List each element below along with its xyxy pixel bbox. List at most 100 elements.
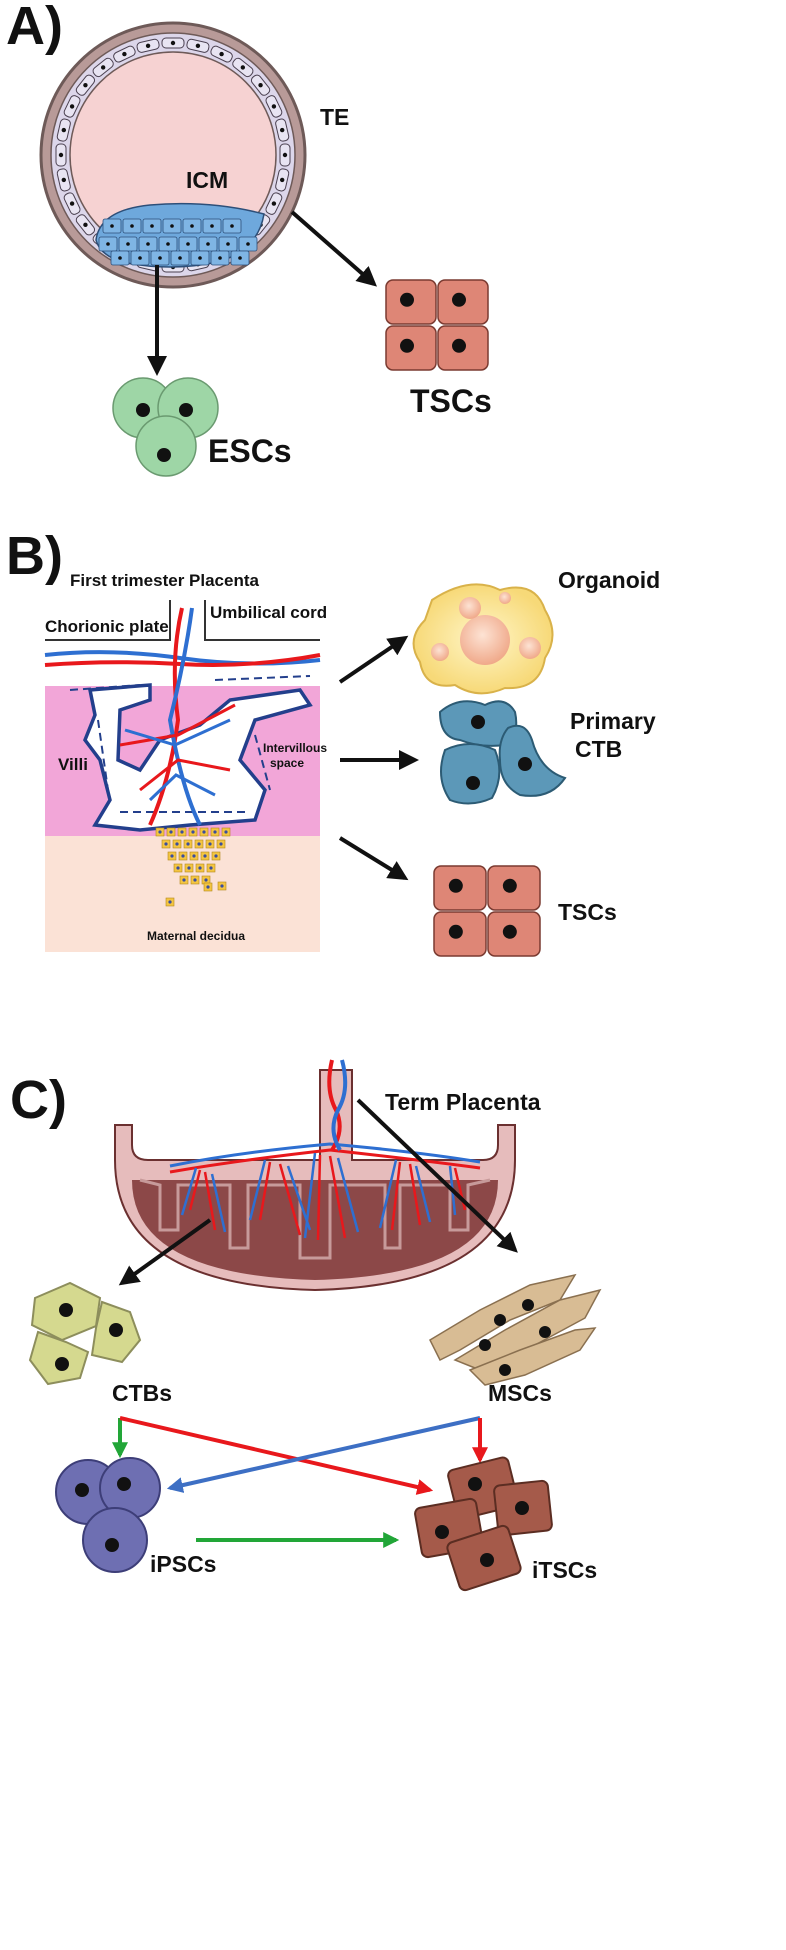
label-ctbs: CTBs (112, 1380, 172, 1406)
te-nucleus (282, 152, 288, 158)
invading-trophoblast-cells (155, 827, 231, 907)
vessel-red-branches (119, 703, 236, 792)
trophoblast-nucleus (213, 830, 217, 834)
placenta-maternal-layer (132, 1180, 498, 1280)
icm-nucleus (166, 242, 170, 246)
icm-nucleus (126, 242, 130, 246)
icm-nucleus (238, 256, 242, 260)
te-nucleus (69, 201, 75, 206)
label-itscs: iTSCs (532, 1557, 597, 1583)
label-villi: Villi (58, 755, 88, 774)
label-primary-1: Primary (570, 708, 656, 734)
panel-b-tag: B) (6, 526, 63, 586)
te-nucleus (240, 65, 246, 70)
vessel-blue-2 (167, 607, 202, 826)
te-nucleus (61, 127, 67, 133)
ctbs-cells (28, 1281, 142, 1386)
primary-ctb-cells (438, 700, 567, 805)
icm-nucleus (106, 242, 110, 246)
term-placenta (114, 1059, 516, 1292)
te-nucleus (271, 104, 277, 109)
tscs-cells-b (433, 865, 541, 957)
te-nucleus (145, 43, 151, 49)
te-nucleus (61, 177, 67, 183)
trophoblast-nucleus (180, 830, 184, 834)
vessel-red-1 (44, 653, 321, 667)
blastocyst (39, 21, 307, 289)
trophoblast-nucleus (219, 842, 223, 846)
panel-a-tag: A) (6, 0, 63, 56)
vessel-branches-red (188, 1154, 467, 1241)
panel-c-tag: C) (10, 1070, 67, 1130)
trophoblast-nucleus (214, 854, 218, 858)
label-umbilical-cord: Umbilical cord (210, 603, 327, 622)
icm-nucleus (150, 224, 154, 228)
te-nucleus (279, 177, 285, 183)
label-chorionic-plate: Chorionic plate (45, 617, 169, 636)
mscs-cells (429, 1273, 602, 1386)
icm-nucleus (210, 224, 214, 228)
trophoblast-nucleus (175, 842, 179, 846)
trophoblast-nucleus (220, 884, 224, 888)
trophoblast-nucleus (158, 830, 162, 834)
icm-nucleus (138, 256, 142, 260)
label-tscs-b: TSCs (558, 899, 617, 925)
te-nucleus (122, 51, 127, 57)
label-mscs: MSCs (488, 1380, 552, 1406)
vessel-red-2 (148, 607, 184, 826)
trophoblast-nucleus (176, 866, 180, 870)
tsc-nucleus (400, 292, 414, 307)
icm-nucleus (190, 224, 194, 228)
trophoblast-nucleus (206, 885, 210, 889)
icm-nucleus (130, 224, 134, 228)
label-primary-2: CTB (575, 736, 622, 762)
icm-nucleus (186, 242, 190, 246)
ipscs-cells (55, 1457, 161, 1573)
icm-nucleus (198, 256, 202, 260)
trophoblast-nucleus (197, 842, 201, 846)
panel-b: B) First trimester Placenta Chorionic pl… (6, 526, 660, 957)
tsc-nucleus (502, 878, 517, 893)
label-intervillous-2: space (270, 756, 304, 770)
tsc-nucleus (448, 878, 463, 893)
trophoblast-nucleus (208, 842, 212, 846)
te-nucleus (83, 222, 88, 228)
placenta-septa (139, 1178, 491, 1260)
trophoblast-nucleus (191, 830, 195, 834)
trophoblast-nucleus (204, 878, 208, 882)
icm-nucleus (110, 224, 114, 228)
te-nucleus (279, 127, 285, 133)
label-tscs-a: TSCs (410, 383, 492, 419)
te-nucleus (271, 201, 277, 206)
trophoblast-nucleus (182, 878, 186, 882)
arrow-to-ctbs (118, 1218, 212, 1286)
icm-nucleus (226, 242, 230, 246)
icm-nucleus (170, 224, 174, 228)
icm-nucleus (206, 242, 210, 246)
vessel-blue-branches (124, 718, 231, 802)
icm-nucleus (118, 256, 122, 260)
label-te: TE (320, 104, 349, 130)
te-nucleus (100, 65, 106, 70)
arrow-to-mscs (356, 1098, 518, 1253)
arrow-mscs-to-ipscs (166, 1416, 481, 1493)
trophoblast-nucleus (186, 842, 190, 846)
icm-nucleus (158, 256, 162, 260)
te-nucleus (195, 43, 201, 49)
trophoblast-nucleus (169, 830, 173, 834)
trophoblast-nucleus (181, 854, 185, 858)
label-ipscs: iPSCs (150, 1551, 216, 1577)
escs-cells (112, 377, 219, 477)
te-nucleus (219, 51, 224, 57)
trophoblast-nucleus (164, 842, 168, 846)
tsc-nucleus (448, 924, 463, 939)
arrow-ctbs-to-itscs (119, 1416, 434, 1495)
label-intervillous-1: Intervillous (263, 741, 327, 755)
tsc-nucleus (452, 338, 466, 353)
tsc-nucleus (452, 292, 466, 307)
chorionic-plate-outline (45, 600, 320, 641)
te-nucleus (69, 104, 75, 109)
te-nucleus (83, 82, 88, 88)
tsc-nucleus (502, 924, 517, 939)
